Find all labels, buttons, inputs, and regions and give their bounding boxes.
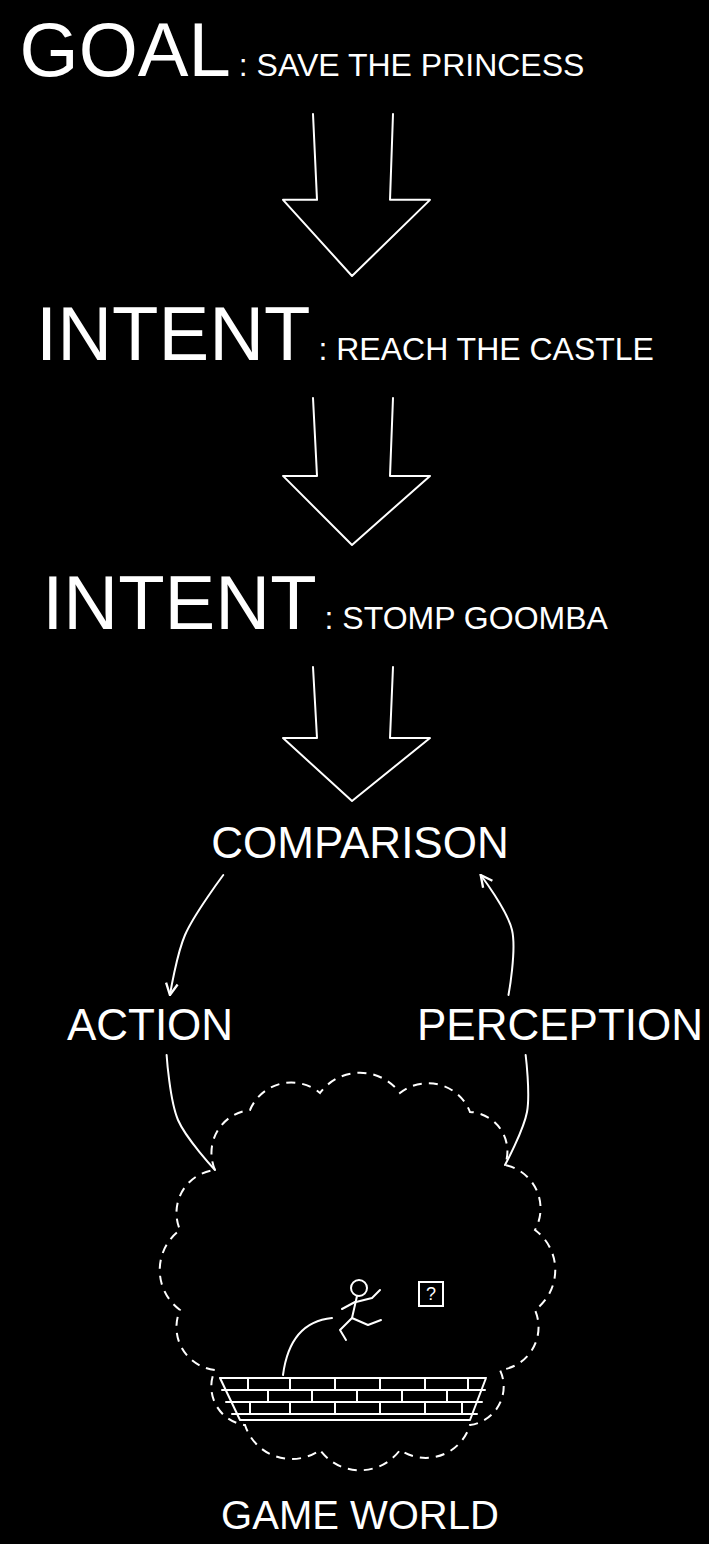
loop-stage: ACTION	[67, 1003, 233, 1047]
jumping-hero	[340, 1280, 381, 1340]
hero-head	[351, 1280, 367, 1296]
brick-rows	[220, 1378, 486, 1420]
cloud-outline	[160, 1075, 560, 1460]
stage-keyword: INTENT	[42, 565, 316, 641]
intent-statement: INTENT : STOMP GOOMBA	[42, 565, 608, 641]
loop-connector	[167, 1055, 215, 1170]
hollow-arrow	[283, 398, 430, 545]
loop-connector	[481, 875, 514, 995]
goal-statement: GOAL: SAVE THE PRINCESS	[20, 12, 585, 88]
stage-keyword: GOAL	[20, 12, 231, 88]
stage-label: ACTION	[67, 1003, 233, 1047]
stage-description: : STOMP GOOMBA	[325, 602, 608, 634]
hollow-arrow	[283, 667, 430, 801]
hero-body	[352, 1296, 357, 1318]
block-symbol: ?	[426, 1285, 436, 1303]
question-block: ?	[418, 1281, 444, 1307]
loop-connector	[505, 1055, 528, 1165]
hero-arms	[342, 1290, 380, 1309]
stage-description: : SAVE THE PRINCESS	[239, 49, 585, 81]
intent-statement: INTENT: REACH THE CASTLE	[36, 296, 654, 372]
loop-stage: PERCEPTION	[417, 1003, 703, 1047]
stage-label: COMPARISON	[211, 821, 508, 865]
jump-trail	[283, 1318, 332, 1375]
stage-keyword: INTENT	[36, 296, 310, 372]
cloud-path	[160, 1073, 556, 1471]
stage-description: : REACH THE CASTLE	[318, 333, 653, 365]
loop-connector	[170, 875, 223, 995]
loop-stage: COMPARISON	[211, 821, 508, 865]
brick-floor	[220, 1378, 486, 1420]
hollow-arrow	[283, 114, 430, 276]
game-world-cloud: GAME WORLD?	[160, 1075, 560, 1460]
brick-joints	[248, 1378, 468, 1414]
stage-label: PERCEPTION	[417, 1003, 703, 1047]
world-label: GAME WORLD	[160, 1495, 560, 1535]
hero-legs	[340, 1318, 381, 1340]
